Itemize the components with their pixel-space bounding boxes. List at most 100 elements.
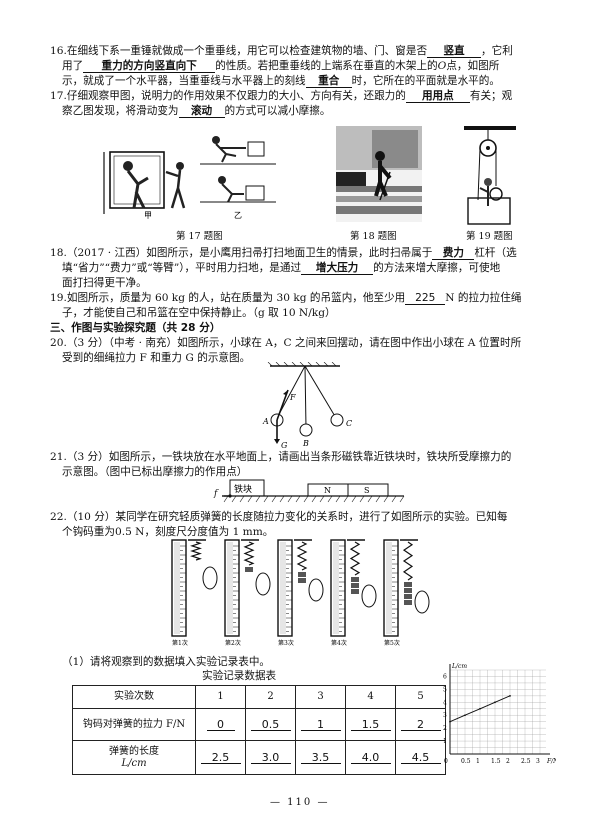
y-tick-label: 2 (443, 725, 447, 732)
q16-answer-3: 重合 (305, 76, 352, 88)
q16-line3: 示，就成了一个水平器，当重垂线与水平器上的刻线重合时，它所在的平面就是水平的。 (62, 75, 500, 88)
pendulum-figure: A B C F G (262, 362, 352, 450)
length-value: 3.0 (250, 752, 291, 764)
trial-label: 第2次 (225, 639, 241, 647)
spring-experiment-figure: 第1次 第2次 第3次 第4次 第5次 (171, 539, 430, 647)
x-tick-label: 1 (476, 758, 480, 765)
force-value: 0 (206, 719, 235, 731)
caption-fig18: 第 18 题图 (350, 231, 397, 242)
label-G: G (281, 441, 288, 450)
q17-answer-2: 滚动 (178, 106, 225, 118)
data-point (479, 707, 481, 710)
trial-no: 1 (195, 685, 246, 709)
length-value: 2.5 (200, 752, 241, 764)
trial-label: 第3次 (278, 639, 294, 647)
x-tick-label: 0.5 (461, 758, 471, 765)
page-number: — 110 — (270, 797, 330, 808)
trial-apparatus: 第4次 (330, 539, 377, 647)
q16-answer-2: 重力的方向竖直向下 (83, 61, 216, 73)
x-tick-label: 3 (536, 758, 540, 765)
trial-apparatus: 第5次 (383, 539, 430, 647)
q19-line1: 19.如图所示，质量为 60 kg 的人，站在质量为 30 kg 的吊篮内，他至… (50, 292, 522, 305)
q21-line2: 示意图。（图中已标出摩擦力的作用点） (62, 466, 248, 478)
row-label-trial: 实验次数 (72, 685, 196, 709)
q18-answer-2: 增大压力 (301, 263, 374, 275)
figure-19 (464, 126, 516, 225)
force-value: 1 (300, 719, 341, 731)
q19-answer-1: 225 (405, 293, 446, 305)
data-point (494, 701, 496, 704)
trial-label: 第4次 (331, 639, 347, 647)
y-tick-label: 6 (443, 673, 447, 680)
q17-line2: 察乙图发现，将滑动变为滚动的方式可以减小摩擦。 (62, 105, 331, 118)
data-point (449, 720, 451, 723)
trial-no: 5 (395, 685, 446, 709)
force-value: 1.5 (350, 719, 391, 731)
q22-line1: 22.（10 分）某同学在研究轻质弹簧的长度随拉力变化的关系时，进行了如图所示的… (50, 511, 508, 523)
iron-magnet-figure: 铁块 N S (222, 479, 405, 503)
trial-no: 4 (345, 685, 396, 709)
trial-apparatus: 第3次 (277, 539, 324, 647)
table-title: 实验记录数据表 (202, 670, 277, 682)
length-value: 4.5 (400, 752, 441, 764)
q22-subquestion-1: （1）请将观察到的数据填入实验记录表中。 (62, 656, 271, 668)
figure-18 (336, 126, 422, 222)
q18-line2: 填“省力”“费力”或“等臂”），平时用力扫地，是通过增大压力的方法来增大摩擦，可… (62, 262, 501, 275)
q17-answer-1: 用用点 (405, 91, 470, 103)
length-value: 3.5 (300, 752, 341, 764)
table-row: 钩码对弹簧的拉力 F/N 0 0.5 1 1.5 2 (72, 708, 446, 741)
magnet-n-label: N (324, 486, 331, 495)
trial-apparatus: 第1次 (171, 539, 218, 647)
q17-line1: 17.仔细观察甲图，说明力的作用效果不仅跟力的大小、方向有关，还跟力的用用点有关… (50, 90, 513, 103)
force-value: 0.5 (250, 719, 291, 731)
figure-17: 甲 乙 (103, 136, 276, 220)
y-tick-label: 3 (443, 712, 447, 719)
data-point (509, 694, 511, 697)
trial-apparatus: 第2次 (224, 539, 271, 647)
iron-block-label: 铁块 (234, 483, 252, 495)
y-tick-label: 4 (443, 699, 447, 706)
label-A: A (262, 417, 269, 426)
magnet-s-label: S (364, 486, 369, 495)
trial-no: 3 (295, 685, 346, 709)
q16-line1: 16.在细线下系一重锤就做成一个重垂线，用它可以检查建筑物的墙、门、窗是否竖直，… (50, 45, 513, 58)
force-value: 2 (400, 719, 441, 731)
caption-fig19: 第 19 题图 (466, 231, 513, 242)
record-table: 实验次数 1 2 3 4 5 钩码对弹簧的拉力 F/N 0 0.5 1 1.5 … (72, 685, 446, 775)
label-C: C (346, 419, 352, 428)
q19-line2: 子，才能使自己和吊篮在空中保持静止。（g 取 10 N/kg） (62, 307, 336, 319)
x-tick-label: 1.5 (491, 758, 501, 765)
trial-no: 2 (245, 685, 296, 709)
trial-label: 第5次 (384, 639, 400, 647)
q22-line2: 个钩码重为0.5 N，刻度尺分度值为 1 mm。 (62, 526, 274, 538)
q16-line2: 用了重力的方向竖直向下的性质。若把重垂线的上端系在垂直的木架上的O点，如图所 (62, 60, 500, 73)
x-tick-label: 2.5 (521, 758, 531, 765)
data-point (464, 714, 466, 717)
q18-line3: 面打扫得更干净。 (62, 277, 147, 289)
q20-line2: 受到的细绳拉力 F 和重力 G 的示意图。 (62, 352, 251, 364)
caption-fig17: 第 17 题图 (176, 231, 223, 242)
q18-line1: 18.（2017 · 江西）如图所示，是小鹰用扫帚打扫地面卫生的情景，此时扫帚属… (50, 247, 517, 260)
q18-answer-1: 费力 (432, 248, 475, 260)
origin-label: 0 (444, 758, 448, 765)
q20-line1: 20.（3 分）（中考 · 南充）如图所示，小球在 A，C 之间来回摆动，请在图… (50, 337, 522, 349)
figure-17-label-jia: 甲 (144, 211, 152, 220)
friction-f-label: f (214, 489, 218, 499)
section-3-title: 三、作图与实验探究题（共 28 分） (50, 322, 221, 334)
y-tick-label: 5 (443, 686, 447, 693)
chart-grid (449, 669, 546, 755)
x-tick-label: 2 (506, 758, 510, 765)
label-F: F (289, 393, 296, 402)
q21-line1: 21.（3 分）如图所示，一铁块放在水平地面上，请画出当条形磁铁靠近铁块时，铁块… (50, 451, 512, 463)
row-label-force: 钩码对弹簧的拉力 F/N (72, 708, 196, 741)
q16-answer-1: 竖直 (427, 46, 482, 58)
x-axis-label: F/N (546, 758, 556, 765)
length-value: 4.0 (350, 752, 391, 764)
trial-label: 第1次 (172, 639, 188, 647)
y-axis-label: L/cm (451, 663, 467, 670)
table-row: 实验次数 1 2 3 4 5 (72, 685, 446, 709)
figure-17-label-yi: 乙 (234, 211, 242, 220)
